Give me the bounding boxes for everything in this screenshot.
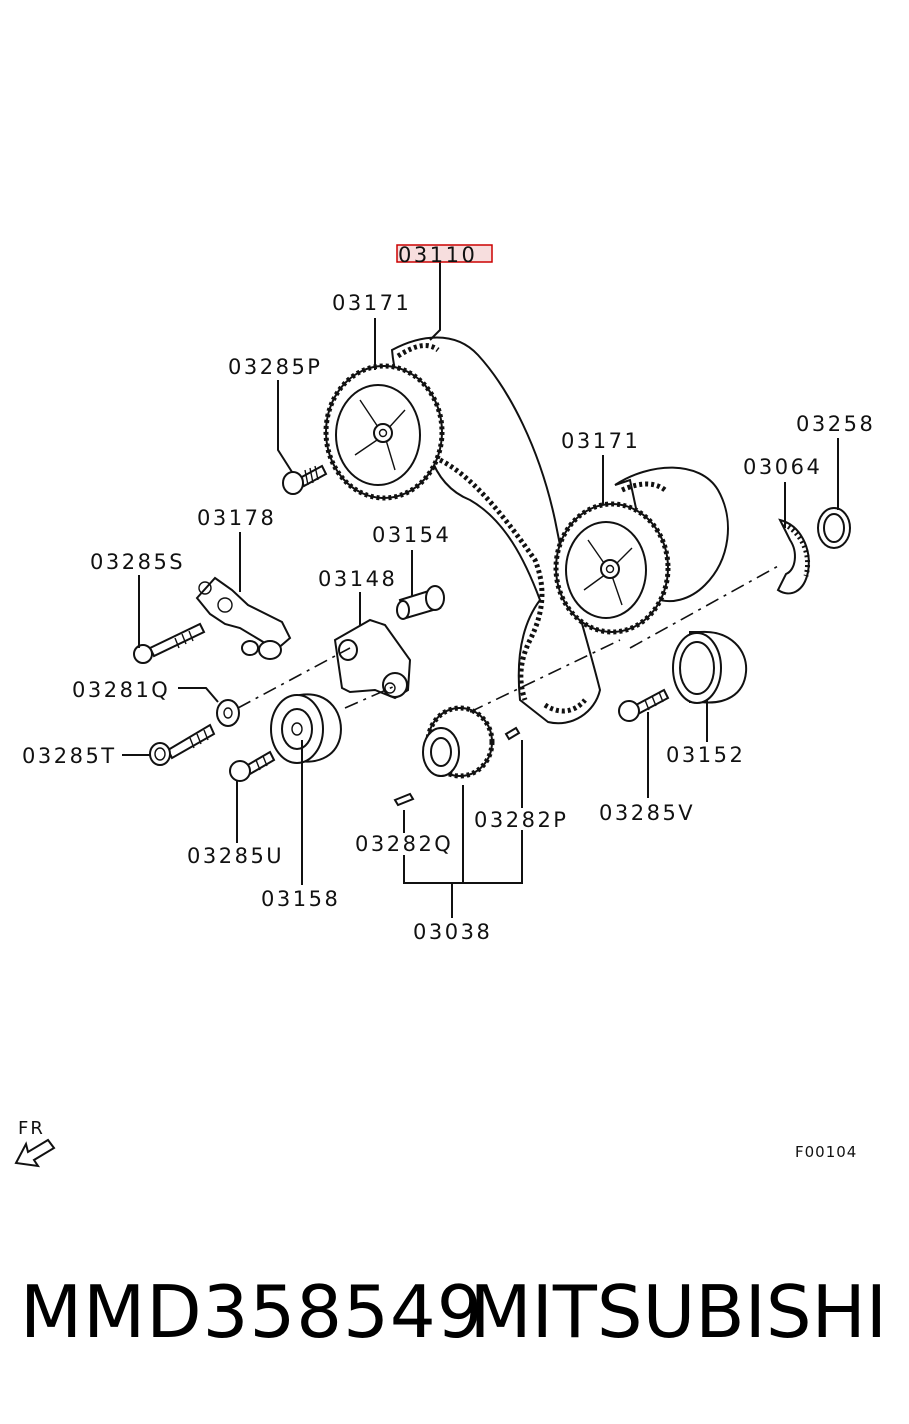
axis-line-lower bbox=[469, 639, 621, 713]
tensioner-pulley-03158 bbox=[270, 693, 342, 764]
footer: MMD358549 MITSUBISHI bbox=[0, 1270, 909, 1380]
axis-line-left bbox=[237, 647, 351, 709]
callout-03285v[interactable]: 03285V bbox=[599, 801, 695, 825]
sensing-plate bbox=[776, 518, 810, 595]
bolt-03285u bbox=[229, 750, 276, 782]
callout-03285s[interactable]: 03285S bbox=[90, 550, 185, 574]
idler-pulley-03152 bbox=[672, 630, 748, 704]
callout-03064[interactable]: 03064 bbox=[743, 455, 822, 479]
crankshaft-sprocket bbox=[422, 705, 495, 779]
callout-03152[interactable]: 03152 bbox=[666, 743, 745, 767]
leader-lines bbox=[122, 262, 839, 918]
bolt-03285v bbox=[618, 688, 670, 722]
callout-03154[interactable]: 03154 bbox=[372, 523, 451, 547]
tensioner-arm-03148 bbox=[333, 618, 412, 700]
callout-03282q[interactable]: 03282Q bbox=[355, 832, 453, 856]
ring-03258 bbox=[817, 507, 851, 549]
fr-arrow-icon bbox=[14, 1138, 56, 1168]
part-number: MMD358549 bbox=[20, 1270, 484, 1354]
key-03282q bbox=[393, 792, 415, 807]
highlight-box-03110 bbox=[396, 244, 493, 263]
bolt-03285s bbox=[133, 622, 206, 664]
figure-code: F00104 bbox=[795, 1143, 857, 1161]
front-direction-indicator: FR bbox=[14, 1118, 56, 1168]
bolt-03285p bbox=[282, 464, 328, 495]
callout-03171-left[interactable]: 03171 bbox=[332, 291, 411, 315]
camshaft-sprocket-left bbox=[323, 363, 445, 501]
key-03282p bbox=[504, 726, 521, 741]
callout-03148[interactable]: 03148 bbox=[318, 567, 397, 591]
axis-line-mid bbox=[344, 685, 396, 709]
callout-03038[interactable]: 03038 bbox=[413, 920, 492, 944]
callout-03110[interactable]: 03110 bbox=[398, 243, 477, 267]
brand-name: MITSUBISHI bbox=[469, 1270, 887, 1354]
callout-03285t[interactable]: 03285T bbox=[22, 744, 117, 768]
callout-03282p[interactable]: 03282P bbox=[474, 808, 568, 832]
callout-03258[interactable]: 03258 bbox=[796, 412, 875, 436]
fr-label: FR bbox=[18, 1118, 45, 1139]
bolt-03285t bbox=[149, 723, 216, 766]
callout-03281q[interactable]: 03281Q bbox=[72, 678, 170, 702]
callout-03171-right[interactable]: 03171 bbox=[561, 429, 640, 453]
callout-03285u[interactable]: 03285U bbox=[187, 844, 284, 868]
washer-03281q bbox=[216, 699, 240, 727]
spacer-03154 bbox=[396, 585, 445, 620]
camshaft-sprocket-right bbox=[553, 501, 671, 635]
tensioner-03178 bbox=[195, 576, 292, 660]
callout-03158[interactable]: 03158 bbox=[261, 887, 340, 911]
callout-03178[interactable]: 03178 bbox=[197, 506, 276, 530]
callout-03285p[interactable]: 03285P bbox=[228, 355, 322, 379]
